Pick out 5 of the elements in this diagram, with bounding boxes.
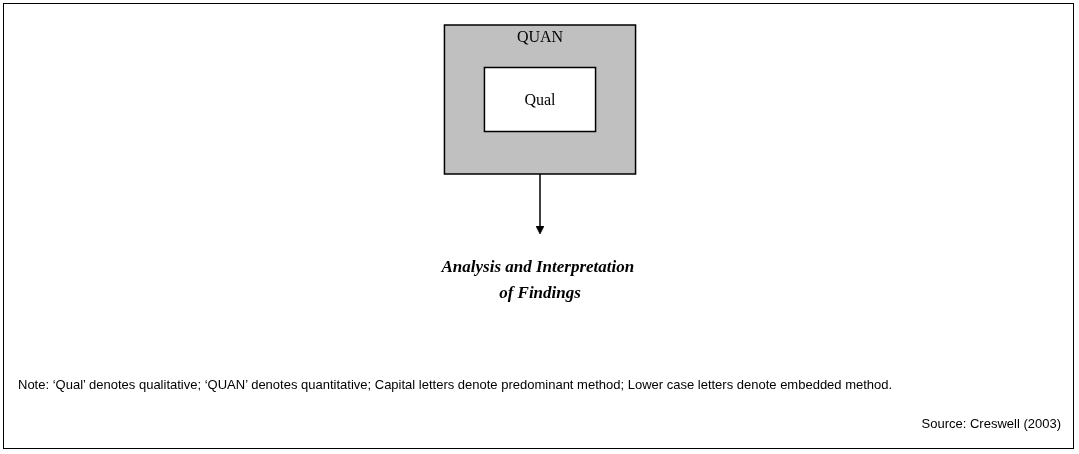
node-box: Qual: [483, 66, 596, 133]
note-text: Note: ‘Qual’ denotes qualitative; ‘QUAN’ denotes quantitative; Capital letters denote predominant method; Lower case letters denote embedded method.: [18, 376, 894, 393]
node-text: Analysis and Interpretation of Findings: [441, 257, 634, 302]
source-text: Source: Creswell (2003): [921, 416, 1061, 431]
arrow: [535, 173, 544, 235]
